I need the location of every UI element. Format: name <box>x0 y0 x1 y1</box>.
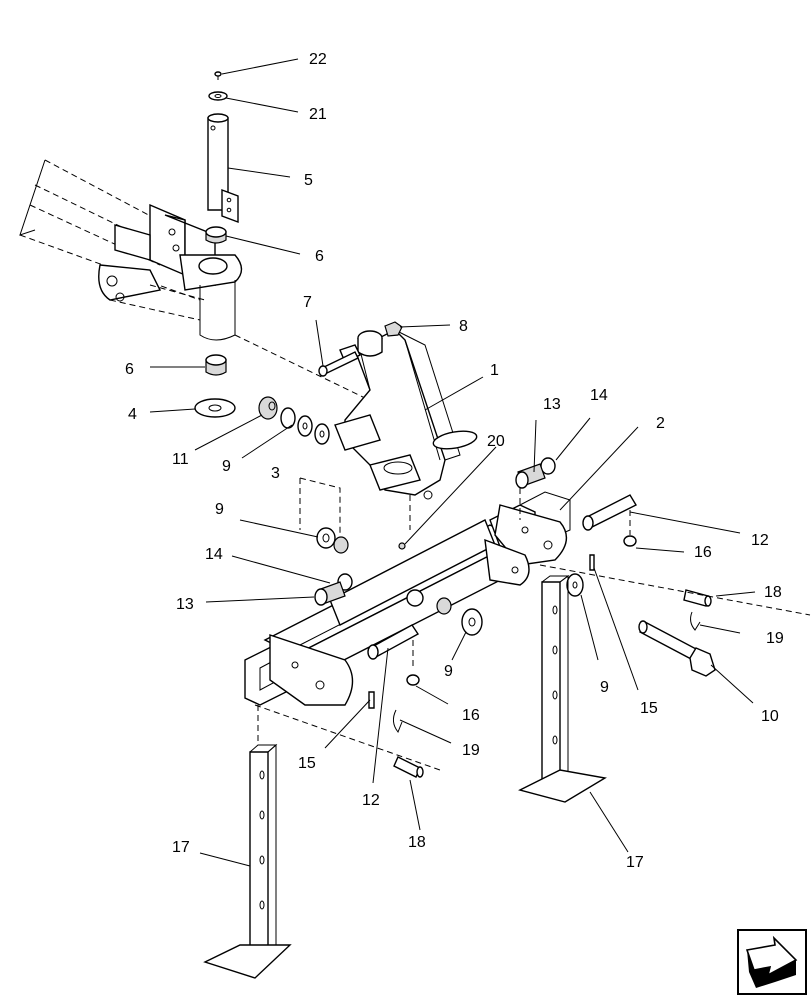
clip-16-right <box>623 535 637 547</box>
callout-6-upper: 6 <box>315 248 324 265</box>
roll-pin-15-right <box>589 554 595 571</box>
washer-4 <box>194 398 236 418</box>
callout-9-center: 9 <box>444 663 453 680</box>
callout-15-left: 15 <box>298 755 316 772</box>
bushing-6-lower <box>205 354 227 376</box>
pin-12-center <box>367 624 420 670</box>
washers-9-upper <box>280 407 330 445</box>
callout-11: 11 <box>172 451 189 468</box>
callout-9-upper: 9 <box>222 458 231 475</box>
callout-7: 7 <box>303 294 312 311</box>
callout-13-left: 13 <box>176 596 194 613</box>
callout-14-left: 14 <box>205 546 223 563</box>
transverse-beam-2 <box>244 491 571 706</box>
pin-18-left <box>393 756 424 778</box>
callout-21: 21 <box>309 106 327 123</box>
stand-leg-17-right <box>518 575 607 803</box>
clip-16-center <box>406 674 420 686</box>
callout-16-right: 16 <box>694 544 712 561</box>
hardware-group-3 <box>299 477 349 554</box>
next-page-arrow-icon[interactable] <box>737 929 807 995</box>
pivot-pin-5 <box>207 71 239 224</box>
callout-3: 3 <box>271 465 280 482</box>
callout-17-right: 17 <box>626 854 644 871</box>
mount-bracket-1 <box>334 329 478 530</box>
callout-10: 10 <box>761 708 779 725</box>
nut-8 <box>384 321 403 337</box>
hairpin-19-right <box>690 611 701 631</box>
callout-4: 4 <box>128 406 137 423</box>
callout-18-right: 18 <box>764 584 782 601</box>
callout-14-right: 14 <box>590 387 608 404</box>
leader-lines <box>149 58 756 867</box>
callout-9-right: 9 <box>600 679 609 696</box>
callout-2: 2 <box>656 415 665 432</box>
pin-18-right <box>683 589 712 607</box>
callout-19-left: 19 <box>462 742 480 759</box>
callout-16-center: 16 <box>462 707 480 724</box>
dash-line-right <box>539 564 811 616</box>
callout-12-center: 12 <box>362 792 380 809</box>
pin-12-right <box>582 494 637 535</box>
bolt-7 <box>318 351 359 377</box>
callout-17-left: 17 <box>172 839 190 856</box>
dash-line-left <box>254 704 441 771</box>
callout-6-lower: 6 <box>125 361 134 378</box>
callout-15-right: 15 <box>640 700 658 717</box>
grease-fitting-20 <box>398 542 406 550</box>
callout-18-left: 18 <box>408 834 426 851</box>
roll-pin-15-left <box>368 691 375 709</box>
washer-9-right <box>566 573 584 597</box>
callout-12-right: 12 <box>751 532 769 549</box>
stand-leg-17-left <box>203 705 292 979</box>
nut-11 <box>258 396 278 420</box>
callout-22: 22 <box>309 51 327 68</box>
bolt-10 <box>638 620 716 677</box>
callout-13-right: 13 <box>543 396 561 413</box>
callout-5: 5 <box>304 172 313 189</box>
washer-9-center <box>436 597 483 636</box>
callout-1: 1 <box>490 362 499 379</box>
callout-19-right: 19 <box>766 630 784 647</box>
bushing-6-upper <box>205 226 227 244</box>
callout-labels: 22 21 5 6 7 8 6 1 4 11 9 13 14 2 20 3 9 … <box>125 51 784 871</box>
frame-mount-bracket <box>19 159 401 416</box>
callout-8: 8 <box>459 318 468 335</box>
bushings-13-14-left <box>314 573 353 606</box>
callout-20: 20 <box>487 433 505 450</box>
bushings-13-14-right <box>515 457 556 520</box>
callout-9-group3: 9 <box>215 501 224 518</box>
hairpin-19-left <box>392 709 403 733</box>
